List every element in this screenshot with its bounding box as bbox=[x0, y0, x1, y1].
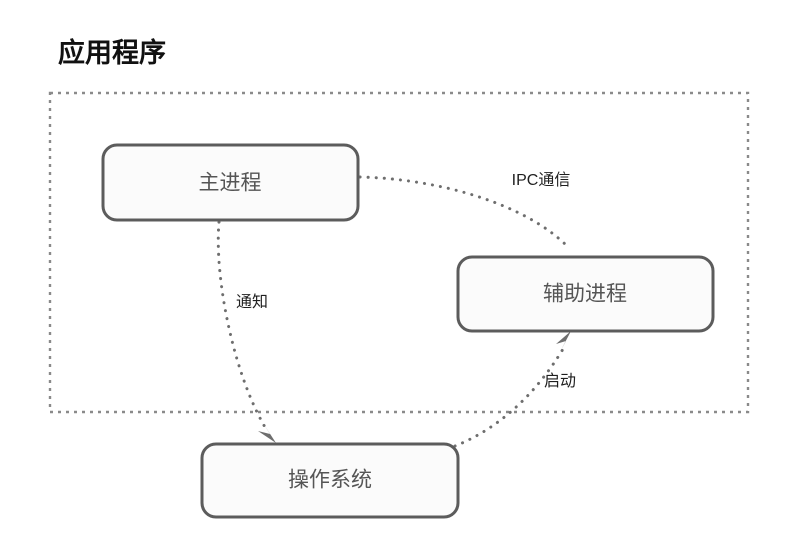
node-operating-system-box[interactable] bbox=[200, 442, 460, 519]
node-helper-process[interactable]: 辅助进程 bbox=[456, 255, 715, 333]
notify-edge-label: 通知 bbox=[236, 293, 268, 311]
launch-edge-line bbox=[453, 342, 568, 448]
node-helper-process-box[interactable] bbox=[456, 255, 715, 333]
node-helper-process-label: 辅助进程 bbox=[543, 283, 627, 306]
page-title: 应用程序 bbox=[58, 37, 166, 68]
application-boundary bbox=[48, 91, 750, 414]
ipc-edge-label: IPC通信 bbox=[512, 171, 571, 189]
node-main-process-box[interactable] bbox=[101, 143, 360, 222]
notify-edge-arrowhead bbox=[258, 423, 276, 443]
node-operating-system-label: 操作系统 bbox=[288, 469, 372, 492]
node-main-process-label: 主进程 bbox=[199, 172, 262, 195]
launch-edge-label: 启动 bbox=[544, 372, 576, 390]
launch-edge-arrowhead bbox=[556, 331, 571, 352]
node-main-process[interactable]: 主进程 bbox=[101, 143, 360, 222]
node-operating-system[interactable]: 操作系统 bbox=[200, 442, 460, 519]
notify-edge-line bbox=[216, 220, 270, 434]
